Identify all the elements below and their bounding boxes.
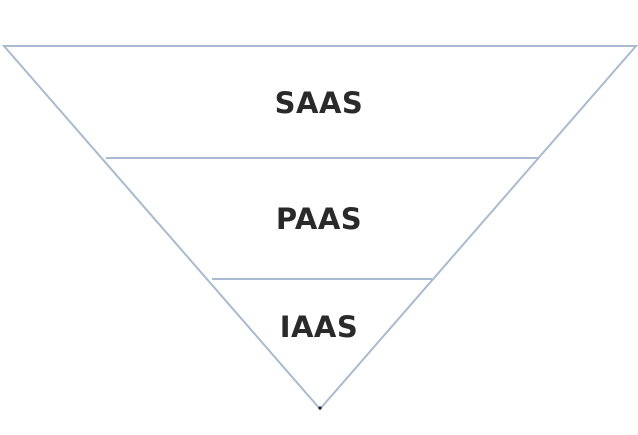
pyramid-apex-dot [318,406,322,410]
layer-label-paas: PAAS [275,202,363,236]
layer-label-saas: SAAS [274,86,364,120]
layer-label-iaas: IAAS [279,310,359,344]
pyramid-outline [1,45,638,411]
